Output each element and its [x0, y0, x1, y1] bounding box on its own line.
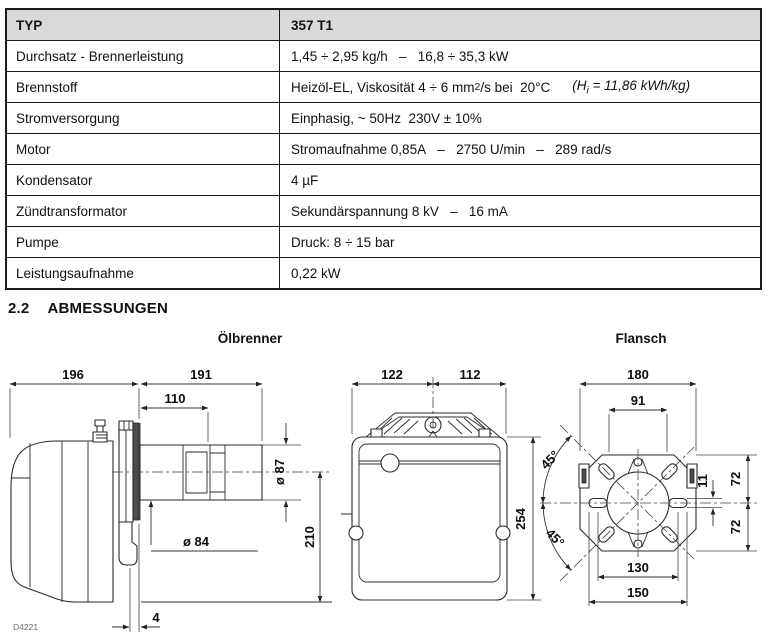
- burner-front-body: [341, 436, 511, 601]
- cover-tab-left: [370, 428, 383, 438]
- section-number: 2.2: [8, 300, 30, 317]
- table-row: Zündtransformator Sekundärspannung 8 kV …: [7, 195, 760, 226]
- table-row: Leistungsaufnahme 0,22 kW: [7, 257, 760, 288]
- dimension-lines-flange: [540, 381, 757, 606]
- row-label: Stromversorgung: [7, 103, 280, 133]
- value-text: /s bei 20°C: [480, 79, 551, 95]
- row-value: Stromaufnahme 0,85A – 2750 U/min – 289 r…: [291, 141, 612, 157]
- row-value: Einphasig, ~ 50Hz 230V ± 10%: [291, 110, 482, 126]
- flange-side-clips: [578, 463, 698, 489]
- figure-title-oelbrenner: Ölbrenner: [217, 331, 283, 346]
- row-label: Motor: [7, 134, 280, 164]
- row-value: Sekundärspannung 8 kV – 16 mA: [291, 203, 508, 219]
- table-header-typ: TYP: [7, 10, 280, 40]
- burner-body-outline: [10, 440, 114, 603]
- table-row: Stromversorgung Einphasig, ~ 50Hz 230V ±…: [7, 102, 760, 133]
- dim-196: 196: [62, 367, 84, 382]
- row-label: Pumpe: [7, 227, 280, 257]
- dim-191: 191: [190, 367, 212, 382]
- row-label: Durchsatz - Brennerleistung: [7, 41, 280, 71]
- spec-table: TYP 357 T1 Durchsatz - Brennerleistung 1…: [5, 8, 762, 290]
- row-label: Kondensator: [7, 165, 280, 195]
- flange-bracket: [118, 420, 141, 566]
- flange-centerlines: [540, 424, 757, 582]
- drawing-code: D4221: [13, 622, 38, 632]
- flange-view: 180 91 130 150 11 72 72 45° 45°: [538, 367, 757, 606]
- table-row: Kondensator 4 µF: [7, 164, 760, 195]
- table-row: Motor Stromaufnahme 0,85A – 2750 U/min –…: [7, 133, 760, 164]
- dim-11: 11: [695, 474, 710, 488]
- section-title: ABMESSUNGEN: [47, 300, 168, 317]
- oil-nipple: [92, 419, 108, 443]
- table-header-model: 357 T1: [291, 17, 334, 33]
- dimension-drawings: 196 191 110 ø 87 ø 84 210 4 D4221: [9, 367, 757, 632]
- table-header-row: TYP 357 T1: [7, 10, 760, 40]
- section-heading: 2.2 ABMESSUNGEN: [8, 300, 168, 317]
- table-row: Brennstoff Heizöl-EL, Viskosität 4 ÷ 6 m…: [7, 71, 760, 102]
- superscript: 2: [474, 81, 481, 93]
- row-label: Zündtransformator: [7, 196, 280, 226]
- row-label: Brennstoff: [7, 72, 280, 102]
- dim-91: 91: [631, 393, 645, 408]
- dim-110: 110: [165, 391, 186, 406]
- subscript: i: [586, 85, 589, 97]
- dim-72-upper: 72: [728, 472, 743, 486]
- row-value: 0,22 kW: [291, 265, 341, 281]
- figure-title-flansch: Flansch: [615, 331, 667, 346]
- cover-tab-right: [478, 428, 491, 438]
- dim-210: 210: [302, 526, 317, 548]
- burner-side-view: 196 191 110 ø 87 ø 84 210 4 D4221: [9, 367, 332, 632]
- dim-130: 130: [627, 560, 649, 575]
- dim-180: 180: [627, 367, 649, 382]
- dim-112: 112: [460, 367, 481, 382]
- row-value: 1,45 ÷ 2,95 kg/h – 16,8 ÷ 35,3 kW: [291, 48, 509, 64]
- dimension-lines-burner-side: [9, 381, 332, 632]
- dim-dia-84: ø 84: [183, 534, 210, 549]
- blast-tube: [139, 444, 263, 501]
- value-text: Heizöl-EL, Viskosität 4 ÷ 6 mm: [291, 79, 475, 95]
- dim-122: 122: [381, 367, 403, 382]
- dim-4: 4: [152, 610, 160, 625]
- dim-72-lower: 72: [728, 520, 743, 534]
- row-value: Druck: 8 ÷ 15 bar: [291, 234, 395, 250]
- table-row: Durchsatz - Brennerleistung 1,45 ÷ 2,95 …: [7, 40, 760, 71]
- dimension-lines-burner-front: [351, 381, 541, 601]
- burner-front-view: 122 112 254: [341, 367, 541, 601]
- dim-150: 150: [627, 585, 649, 600]
- gasket: [132, 422, 140, 521]
- dim-254: 254: [513, 507, 528, 529]
- row-value: 4 µF: [291, 172, 319, 188]
- table-row: Pumpe Druck: 8 ÷ 15 bar: [7, 226, 760, 257]
- heating-value-note: (Hi = 11,86 kWh/kg): [572, 77, 691, 97]
- row-label: Leistungsaufnahme: [7, 258, 280, 288]
- dim-dia-87: ø 87: [272, 459, 287, 485]
